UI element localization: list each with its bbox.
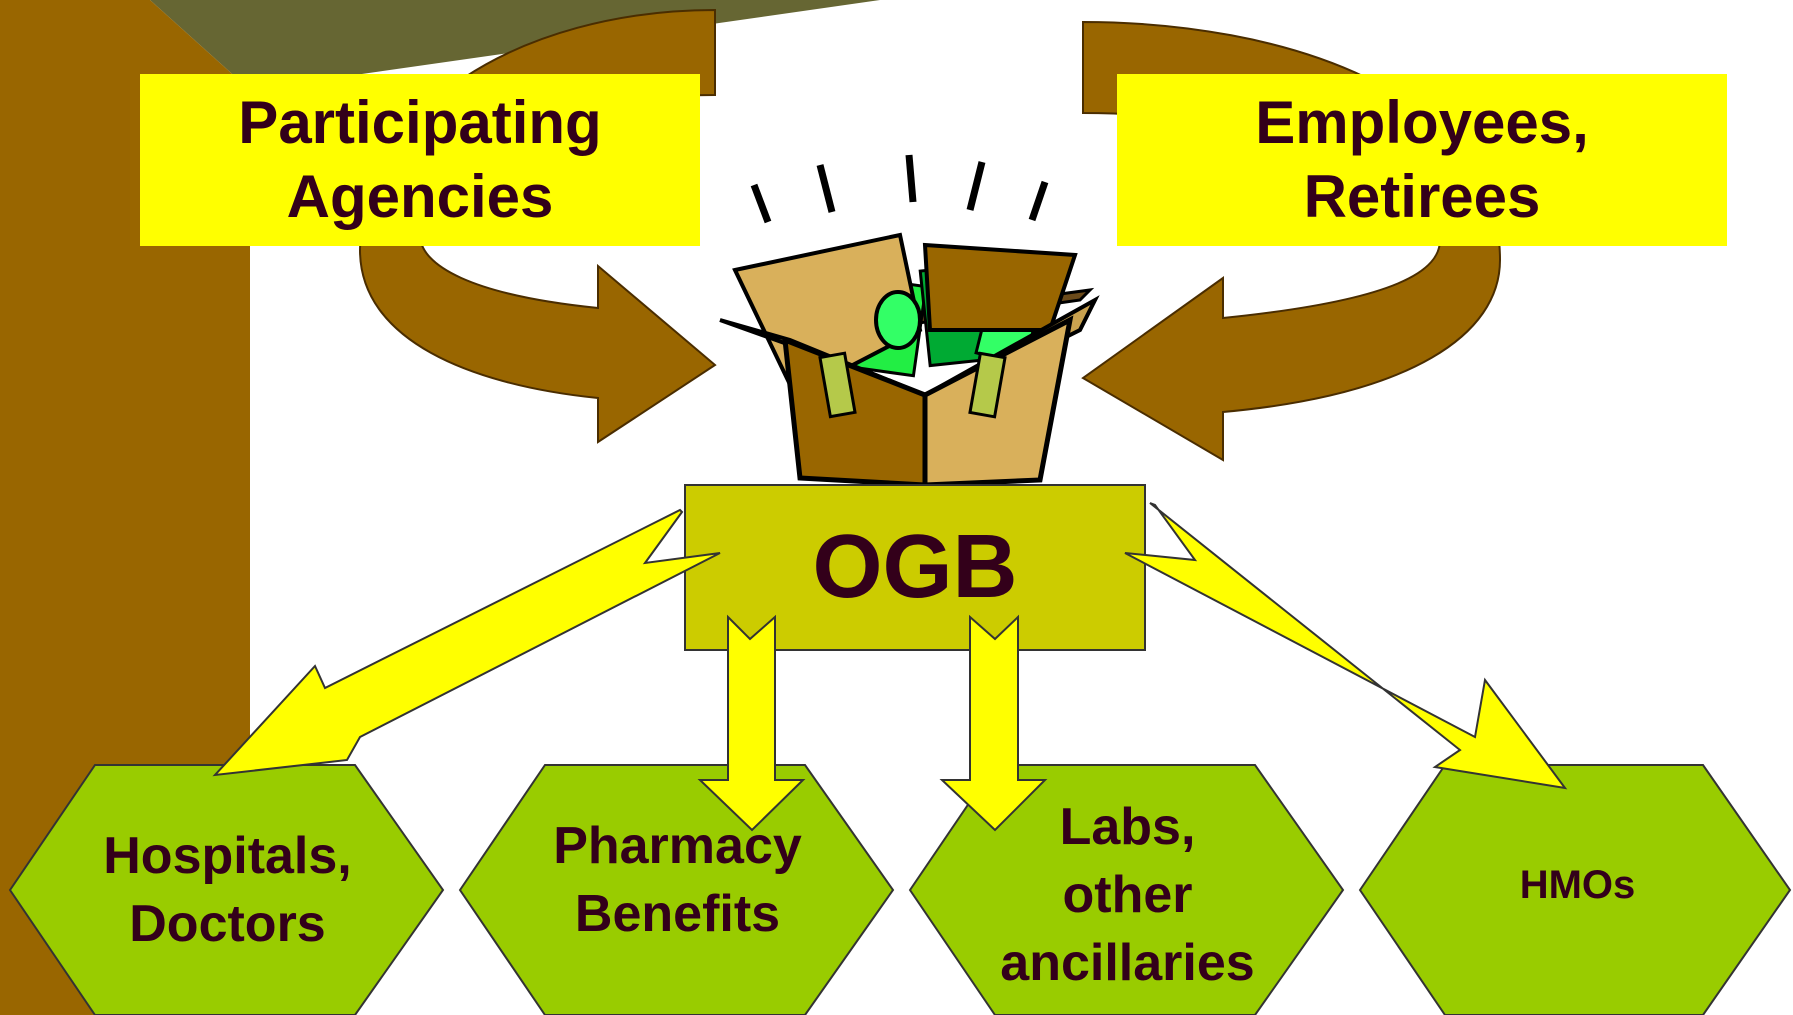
outflow-arrow-labs: [939, 614, 1048, 832]
center-label: OGB: [812, 517, 1018, 617]
hexagon-pharmacy: [458, 764, 895, 1015]
destination-hmos: HMOs: [1410, 835, 1745, 935]
source-participating-agencies: Participating Agencies: [140, 74, 700, 246]
center-ogb: OGB: [685, 485, 1145, 650]
destination-pharmacy-label: Pharmacy Benefits: [553, 817, 802, 943]
tree-trunk: [0, 0, 250, 1015]
destination-hospitals: Hospitals, Doctors: [60, 805, 395, 975]
outflow-arrow-hospitals: [212, 508, 721, 777]
source-left-label: Participating Agencies: [238, 89, 602, 230]
outflow-arrow-pharmacy: [697, 614, 806, 832]
outflow-arrow-hmos: [1124, 502, 1568, 790]
destination-hospitals-label: Hospitals, Doctors: [103, 827, 352, 953]
center-box: [684, 484, 1146, 651]
destination-labs: Labs, other ancillaries: [960, 790, 1295, 1000]
money-box-icon: [719, 154, 1100, 488]
source-right-label: Employees, Retirees: [1255, 89, 1589, 230]
destination-hmos-label: HMOs: [1519, 863, 1636, 907]
destination-pharmacy: Pharmacy Benefits: [510, 795, 845, 965]
source-employees-retirees: Employees, Retirees: [1117, 74, 1727, 246]
destination-labs-label: Labs, other ancillaries: [1000, 798, 1255, 992]
hexagon-hospitals: [8, 764, 445, 1015]
